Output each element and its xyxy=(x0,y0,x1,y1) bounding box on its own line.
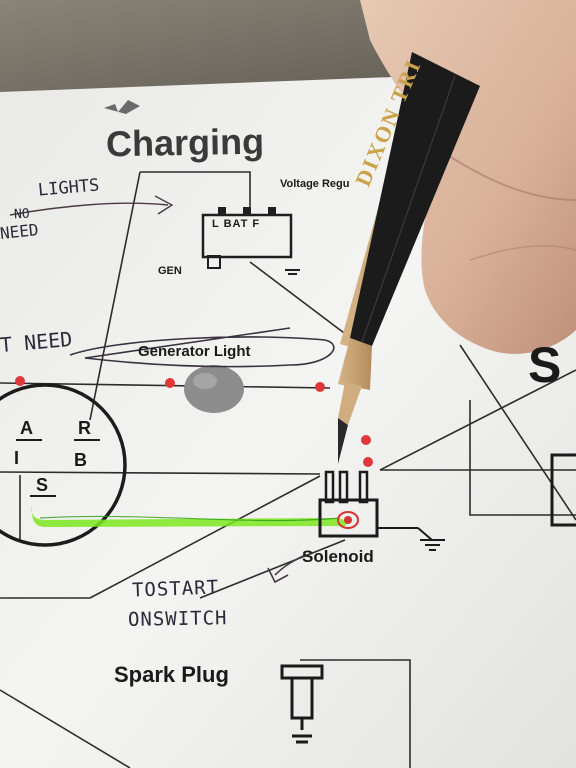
red-dots xyxy=(15,376,373,467)
solenoid-label: Solenoid xyxy=(302,547,374,566)
hand-arrow-lights xyxy=(9,195,174,216)
switch-i-label: I xyxy=(14,448,20,468)
pencil xyxy=(338,52,480,464)
regulator-terminals-label: L BAT F xyxy=(212,218,261,230)
pencil-body xyxy=(350,52,480,346)
switch-a-label: A xyxy=(20,418,33,438)
spark-plug-symbol xyxy=(280,664,324,744)
wiring-lines xyxy=(0,171,576,768)
voltage-regulator-box xyxy=(201,207,300,275)
pencil-tip xyxy=(338,418,348,464)
switch-s-label: S xyxy=(36,475,49,495)
paper-mark xyxy=(104,100,140,114)
voltage-regulator-label: Voltage Regu xyxy=(280,178,350,190)
right-component-box xyxy=(550,453,576,527)
ignition-switch-circle xyxy=(0,383,127,547)
hand-arrow-solenoid xyxy=(267,554,306,584)
generator-light-bulb xyxy=(184,365,244,413)
spark-plug-label: Spark Plug xyxy=(114,662,229,687)
hand-loop-generator-light xyxy=(69,327,335,368)
highlighter-stroke xyxy=(31,505,347,527)
switch-r-label: R xyxy=(78,418,91,438)
right-edge-letter: S xyxy=(528,337,562,393)
hand-to-start: TOSTART xyxy=(131,576,220,602)
diagram-title: Charging xyxy=(105,120,265,165)
hand-on-switch: ONSWITCH xyxy=(127,607,228,631)
generator-light-label: Generator Light xyxy=(138,343,251,360)
switch-b-label: B xyxy=(74,450,87,470)
gen-label: GEN xyxy=(158,265,182,277)
hand-need-top: NEED xyxy=(0,220,40,243)
solenoid-symbol xyxy=(318,470,445,551)
